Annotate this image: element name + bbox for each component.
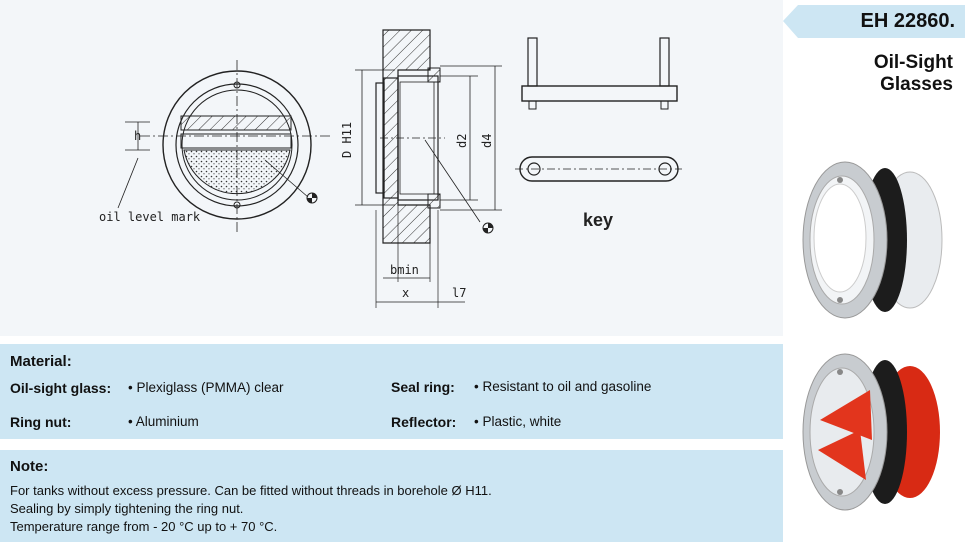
- technical-drawing: oil level mark h D H11 d2 d4 bmin x l7 k…: [0, 0, 783, 336]
- oil-sight-glass-value: • Plexiglass (PMMA) clear: [128, 380, 284, 395]
- note-line-2: Sealing by simply tightening the ring nu…: [10, 501, 244, 516]
- title-line-1: Oil-Sight: [873, 52, 953, 73]
- reflector-value: • Plastic, white: [474, 414, 562, 429]
- note-line-3: Temperature range from - 20 °C up to + 7…: [10, 519, 278, 534]
- section-view: [355, 29, 502, 308]
- bmin-label: bmin: [390, 263, 419, 277]
- l7-label: l7: [452, 286, 466, 300]
- x-label: x: [402, 286, 409, 300]
- header-arrow: [783, 5, 798, 38]
- material-title: Material:: [10, 353, 72, 370]
- oil-sight-glass-label: Oil-sight glass:: [10, 380, 112, 396]
- product-photo-clear: [802, 161, 943, 319]
- product-title: Oil-Sight Glasses: [874, 52, 953, 96]
- d4-label: d4: [480, 134, 494, 148]
- seal-ring-label: Seal ring:: [391, 379, 455, 395]
- product-code: EH 22860.: [860, 10, 955, 32]
- material-section: Material: Oil-sight glass: • Plexiglass …: [0, 344, 783, 439]
- note-title: Note:: [10, 458, 49, 475]
- note-line-1: For tanks without excess pressure. Can b…: [10, 483, 492, 498]
- reflector-label: Reflector:: [391, 414, 457, 430]
- title-line-2: Glasses: [880, 74, 953, 95]
- key-drawing: [515, 37, 682, 182]
- drawing-svg: oil level mark h D H11 d2 d4 bmin x l7 k…: [99, 29, 682, 308]
- ring-nut-label: Ring nut:: [10, 414, 72, 430]
- d2-label: d2: [455, 134, 469, 148]
- d-h11-label: D H11: [340, 122, 354, 158]
- product-code-tag: EH 22860.: [798, 5, 965, 38]
- note-section: Note: For tanks without excess pressure.…: [0, 450, 783, 542]
- ring-nut-value: • Aluminium: [128, 414, 199, 429]
- seal-ring-value: • Resistant to oil and gasoline: [474, 379, 652, 394]
- key-label: key: [583, 210, 613, 230]
- h-label: h: [134, 129, 141, 143]
- front-view: [117, 60, 330, 232]
- oil-level-label: oil level mark: [99, 210, 201, 224]
- product-photo-red: [802, 353, 940, 511]
